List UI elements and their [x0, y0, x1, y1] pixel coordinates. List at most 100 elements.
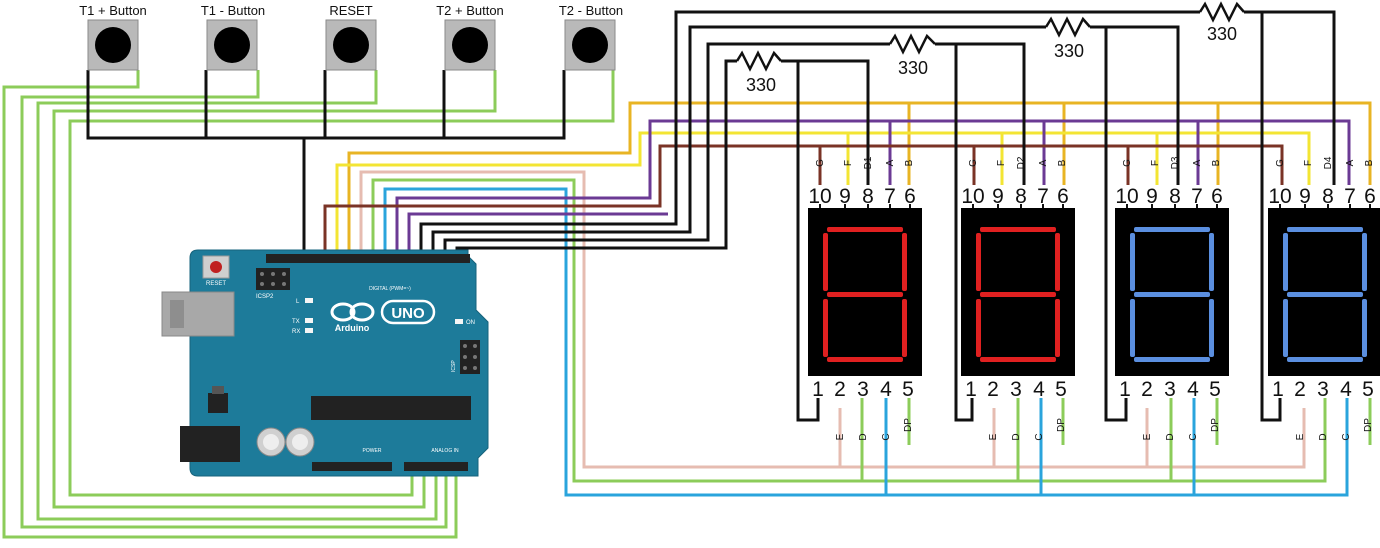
power-jack — [180, 426, 240, 462]
button-label: RESET — [329, 3, 372, 18]
pin-number: 6 — [1364, 185, 1376, 208]
t2-plus-button[interactable]: T2 + Button — [436, 3, 504, 71]
pin-number: 7 — [1037, 185, 1049, 208]
t2-minus-button[interactable]: T2 - Button — [559, 3, 623, 71]
resistor: 330 — [1198, 1, 1245, 44]
ground-bus-wires — [86, 70, 566, 258]
green-button-wires — [2, 70, 615, 539]
model-label: UNO — [391, 305, 425, 322]
segment-tag: C — [1341, 433, 1352, 440]
display-segment — [827, 292, 903, 297]
display-segment — [1283, 233, 1288, 291]
button-label: T1 + Button — [79, 3, 147, 18]
display-segment — [1134, 292, 1210, 297]
resistor-label: 330 — [746, 75, 776, 95]
segment-tag: E — [835, 433, 846, 440]
segment-tag: F — [1150, 160, 1161, 166]
display-segment — [1134, 357, 1210, 362]
icsp2-label: ICSP2 — [256, 294, 274, 300]
segment-tag: B — [1364, 159, 1375, 166]
segment-tag: A — [885, 159, 896, 166]
pin-number: 1 — [1119, 378, 1131, 401]
segment-tag: E — [988, 433, 999, 440]
segment-tag: E — [1142, 433, 1153, 440]
display-segment — [1130, 233, 1135, 291]
segment-tag: A — [1345, 159, 1356, 166]
segment-tag: D2 — [1016, 156, 1027, 169]
pin-number: 10 — [1115, 185, 1138, 208]
wire-t1-plus — [2, 70, 458, 539]
display-segment — [1287, 357, 1363, 362]
display-segment — [1283, 299, 1288, 357]
push-buttons: T1 + Button T1 - Button RESET T2 + Butto… — [79, 3, 623, 71]
segment-tag: F — [996, 160, 1007, 166]
segment-tag: D — [858, 433, 869, 440]
pin-number: 9 — [1299, 185, 1311, 208]
display-segment — [976, 233, 981, 291]
resistor-label: 330 — [1207, 24, 1237, 44]
reset-button[interactable]: RESET — [325, 3, 377, 71]
wire-t2-plus — [52, 70, 497, 509]
display-segment — [902, 233, 907, 291]
segment-bus-lower — [359, 170, 1372, 497]
t1-plus-button[interactable]: T1 + Button — [79, 3, 147, 71]
display-segment — [1130, 299, 1135, 357]
analog-label: ANALOG IN — [431, 448, 459, 454]
resistor: 330 — [1044, 16, 1091, 61]
display-segment — [1287, 292, 1363, 297]
segment-tag: G — [968, 159, 979, 167]
resistor: 330 — [735, 50, 782, 95]
display-segment — [980, 227, 1056, 232]
resistor: 330 — [888, 33, 936, 78]
pin-number: 7 — [884, 185, 896, 208]
segment-tag: D — [1318, 433, 1329, 440]
display-segment — [1134, 227, 1210, 232]
pin-number: 6 — [1057, 185, 1069, 208]
resistor-label: 330 — [1054, 41, 1084, 61]
status-leds: L TX RX ON — [292, 298, 475, 335]
led-label: TX — [292, 319, 300, 325]
segment-tag: G — [1122, 159, 1133, 167]
segment-tag: C — [1188, 433, 1199, 440]
display-segment — [902, 299, 907, 357]
display-segment — [827, 227, 903, 232]
segment-tag: G — [815, 159, 826, 167]
pin-number: 1 — [965, 378, 977, 401]
display-segment — [980, 357, 1056, 362]
display-segment — [827, 357, 903, 362]
display-segment — [1209, 233, 1214, 291]
pin-number: 4 — [1033, 378, 1045, 401]
pin-number: 10 — [1268, 185, 1291, 208]
pin-number: 10 — [961, 185, 984, 208]
segment-tag: D4 — [1323, 156, 1334, 169]
pin-number: 4 — [1187, 378, 1199, 401]
segment-tag: D — [1165, 433, 1176, 440]
brand-label: Arduino — [335, 323, 370, 333]
pin-number: 9 — [839, 185, 851, 208]
segment-tag: E — [1295, 433, 1306, 440]
pin-number: 1 — [812, 378, 824, 401]
pin-number: 5 — [902, 378, 914, 401]
pin-number: 4 — [1340, 378, 1352, 401]
pin-number: 5 — [1209, 378, 1221, 401]
pin-number: 4 — [880, 378, 892, 401]
led-label: ON — [466, 320, 475, 326]
capacitors — [256, 427, 315, 457]
display-segment — [976, 299, 981, 357]
pin-number: 7 — [1191, 185, 1203, 208]
microcontroller-chip — [311, 396, 471, 420]
pin-number: 5 — [1362, 378, 1374, 401]
digital-header: DIGITAL (PWM=~) — [266, 254, 470, 292]
pin-number: 3 — [1164, 378, 1176, 401]
segment-tag: B — [1057, 159, 1068, 166]
segment-tag: F — [843, 160, 854, 166]
pin-number: 1 — [1272, 378, 1284, 401]
pin-number: 6 — [1211, 185, 1223, 208]
display-segment — [1055, 233, 1060, 291]
t1-minus-button[interactable]: T1 - Button — [201, 3, 265, 71]
display-segment — [1362, 233, 1367, 291]
pin-number: 8 — [1015, 185, 1027, 208]
